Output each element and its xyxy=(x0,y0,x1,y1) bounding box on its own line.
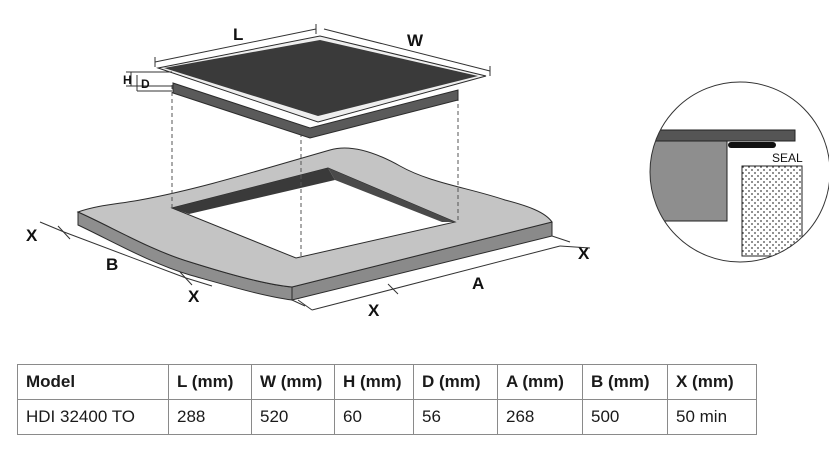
column-header-b: B (mm) xyxy=(582,364,668,400)
cell-w: 520 xyxy=(251,399,335,435)
dimension-label-b: B xyxy=(106,255,118,274)
table-header-row: Model L (mm) W (mm) H (mm) D (mm) A (mm)… xyxy=(17,364,757,400)
cell-a: 268 xyxy=(497,399,583,435)
projection-lines xyxy=(171,85,459,258)
column-header-a: A (mm) xyxy=(497,364,583,400)
seal-label: SEAL xyxy=(772,151,803,165)
seal-detail-view xyxy=(649,81,829,263)
cell-d: 56 xyxy=(413,399,498,435)
column-header-x: X (mm) xyxy=(667,364,757,400)
dimension-label-x-bottom-left: X xyxy=(188,287,200,306)
column-header-h: H (mm) xyxy=(334,364,414,400)
column-header-l: L (mm) xyxy=(168,364,252,400)
column-header-d: D (mm) xyxy=(413,364,498,400)
installation-diagram: L W H D X B X X A X SEAL xyxy=(26,24,829,320)
dimension-label-x-left: X xyxy=(26,226,38,245)
column-header-w: W (mm) xyxy=(251,364,335,400)
dimension-label-l: L xyxy=(233,25,243,44)
cell-b: 500 xyxy=(582,399,668,435)
dimension-label-d: D xyxy=(141,77,150,91)
dimension-label-h: H xyxy=(123,73,132,87)
dimension-label-w: W xyxy=(407,31,424,50)
countertop-cutout xyxy=(170,167,457,259)
dimension-label-a: A xyxy=(472,274,484,293)
table-row: HDI 32400 TO 288 520 60 56 268 500 50 mi… xyxy=(17,399,757,435)
column-header-model: Model xyxy=(17,364,169,400)
dimension-label-x-bottom: X xyxy=(368,301,380,320)
cell-model: HDI 32400 TO xyxy=(17,399,169,435)
dimensions-table: Model L (mm) W (mm) H (mm) D (mm) A (mm)… xyxy=(17,364,757,435)
cell-l: 288 xyxy=(168,399,252,435)
cell-h: 60 xyxy=(334,399,414,435)
dimension-label-x-right: X xyxy=(578,244,590,263)
cell-x: 50 min xyxy=(667,399,757,435)
dimension-lines xyxy=(39,24,591,311)
hob xyxy=(156,35,487,139)
